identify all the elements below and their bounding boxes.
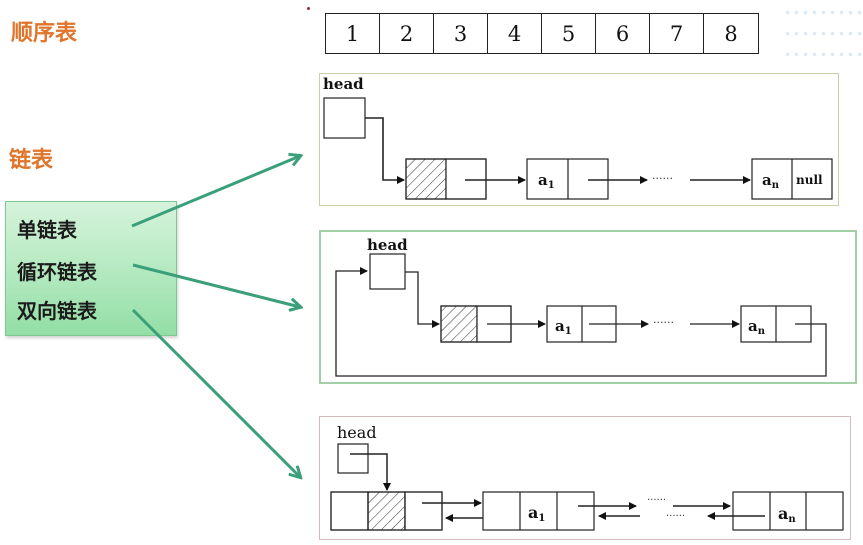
header-node [330, 491, 443, 531]
header-node-data [405, 158, 447, 200]
head-arrow [405, 271, 440, 328]
sequential-cell: 8 [724, 21, 738, 46]
arrow-to-circular [132, 263, 300, 307]
decorative-dot [307, 7, 310, 10]
head-label: head [323, 75, 364, 93]
sequential-cell: 5 [542, 14, 596, 53]
node-a1 [482, 491, 595, 531]
sequential-cell: 1 [326, 14, 380, 53]
head-label: head [337, 423, 377, 442]
sequential-cell: 3 [434, 14, 488, 53]
head-pointer-box [369, 253, 406, 290]
header-node-data [440, 305, 478, 343]
node-an-label: an [778, 504, 796, 525]
head-arrow [350, 453, 391, 491]
ellipsis: ······ [653, 316, 674, 329]
sequential-cell: 2 [380, 14, 434, 53]
type-circular-linked: 循环链表 [17, 260, 97, 284]
sequential-cell: 4 [488, 14, 542, 53]
header-node-next [404, 491, 443, 531]
ellipsis: ······ [666, 511, 685, 522]
arrow-to-doubly [131, 308, 300, 477]
arrow-to-singly [131, 156, 300, 228]
circular-return-arrow [335, 267, 827, 377]
type-singly-linked: 单链表 [17, 218, 77, 242]
null-label: null [796, 173, 823, 187]
node-an-label: an [748, 317, 766, 337]
header-node-prior [330, 491, 369, 531]
doubly-linked-diagram: head a1 ······ ······ an [330, 423, 844, 531]
sequential-cell: 6 [596, 14, 650, 53]
sequential-cell: 7 [650, 14, 704, 53]
header-node [405, 158, 487, 200]
type-doubly-linked: 双向链表 [17, 299, 97, 323]
circular-linked-diagram: head a1 ······ an [335, 236, 827, 377]
ellipsis: ······ [652, 172, 673, 185]
sequential-list-title: 顺序表 [11, 21, 78, 46]
header-node-next [445, 158, 487, 200]
node-a1-label: a1 [555, 317, 572, 337]
decorative-dot-pattern [783, 2, 863, 64]
head-arrow [365, 117, 405, 184]
head-pointer-box [337, 443, 369, 474]
node-an-label: an [762, 171, 780, 191]
head-label: head [367, 236, 408, 254]
singly-linked-diagram: head a1 ······ an null [323, 75, 833, 200]
node-a1-label: a1 [528, 503, 545, 524]
head-pointer-box [323, 97, 366, 139]
node-an [732, 491, 844, 531]
ellipsis: ······ [647, 495, 666, 506]
sequential-list-table: 1 2 3 4 5 6 7 8 [325, 13, 759, 54]
linked-list-title: 链表 [9, 148, 54, 173]
header-node-data [367, 491, 406, 531]
node-a1-label: a1 [538, 171, 555, 191]
green-arrows [131, 156, 300, 477]
